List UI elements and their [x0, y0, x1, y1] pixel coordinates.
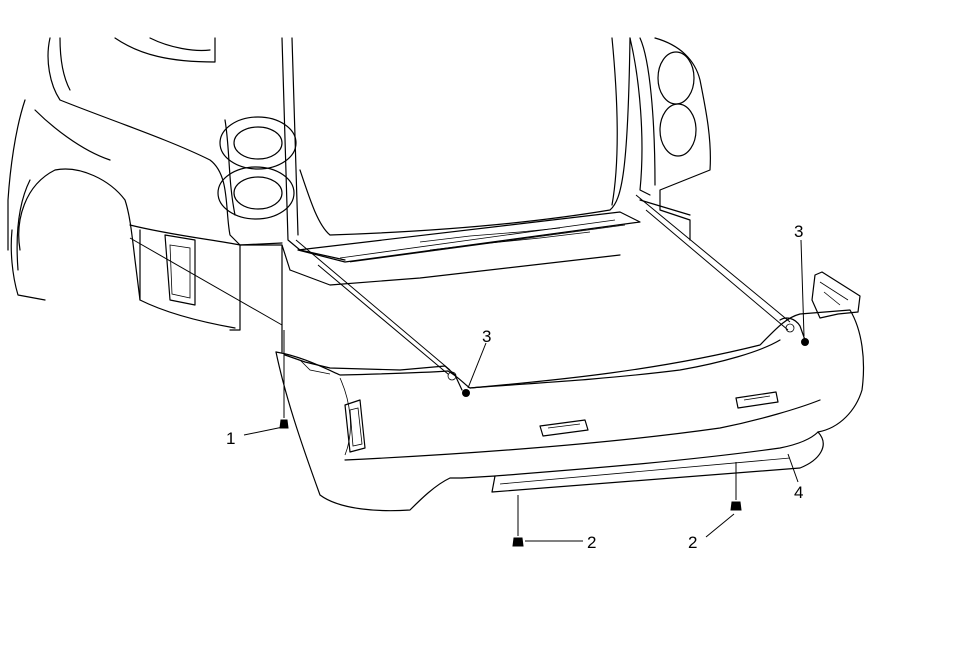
- fastener-3-left: [462, 389, 470, 397]
- callout-2-right: 2: [688, 533, 697, 552]
- callout-labels: 1 2 2 3 3 4: [226, 222, 803, 552]
- callout-leaders: [243, 239, 805, 542]
- fastener-3-right: [801, 338, 809, 346]
- callout-2-left: 2: [587, 533, 596, 552]
- callout-1: 1: [226, 429, 235, 448]
- rear-bumper-fascia: [275, 271, 865, 512]
- fastener-2-left: [512, 495, 524, 547]
- alignment-leaders: [129, 194, 791, 375]
- callout-3-left: 3: [482, 327, 491, 346]
- fasteners: [279, 330, 809, 547]
- vehicle-rear-body: [7, 37, 711, 353]
- fastener-2-right: [730, 462, 742, 511]
- callout-4: 4: [794, 483, 803, 502]
- fastener-1: [279, 330, 289, 429]
- callout-3-right: 3: [794, 222, 803, 241]
